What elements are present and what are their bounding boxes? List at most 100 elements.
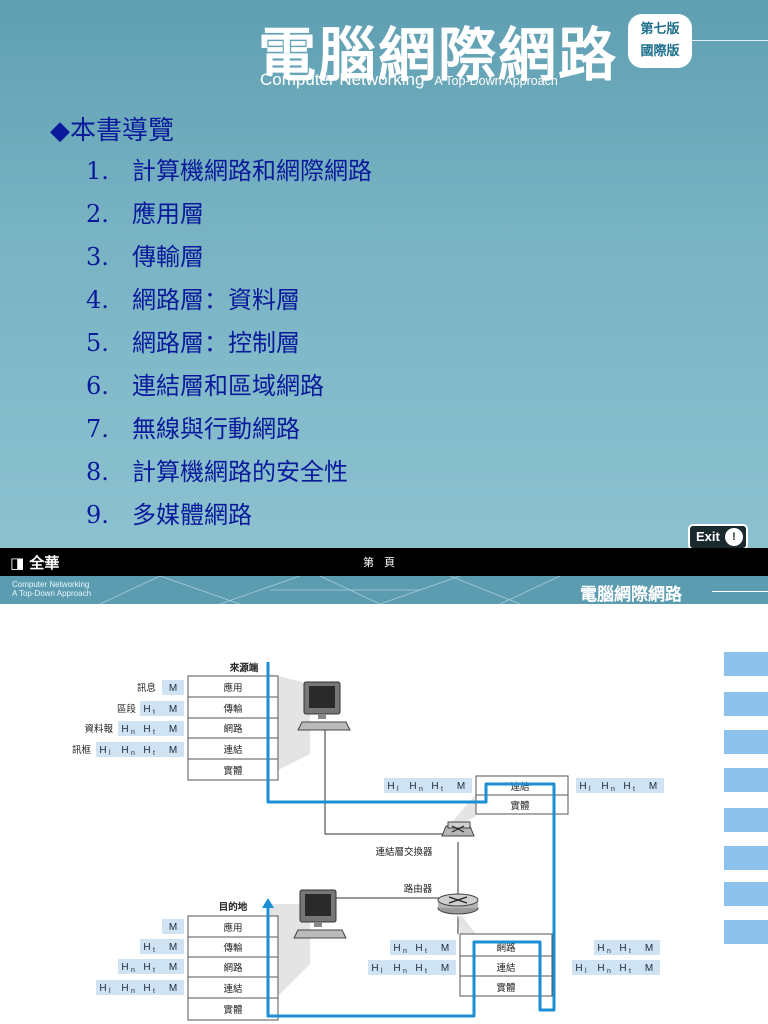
- svg-text:H: H: [415, 963, 422, 974]
- book-title: 電腦網際網路: [258, 21, 619, 89]
- svg-text:H: H: [143, 745, 150, 756]
- page-label: 第頁: [363, 556, 405, 569]
- source-computer-icon: [297, 681, 351, 731]
- svg-text:t: t: [629, 948, 631, 955]
- exit-icon: !: [725, 528, 743, 546]
- source-stack-frame: [187, 675, 279, 781]
- svg-text:H: H: [121, 724, 128, 735]
- svg-text:t: t: [633, 786, 635, 793]
- svg-text:H: H: [579, 781, 586, 792]
- toc-item-label: 無線與行動網路: [132, 415, 300, 443]
- svg-text:n: n: [131, 729, 135, 736]
- exit-button[interactable]: Exit !: [688, 524, 748, 550]
- side-tab[interactable]: [724, 768, 768, 792]
- dest-stack: 目的地 應用 傳輸 網路 連結 實體: [187, 901, 279, 1021]
- svg-text:H: H: [623, 781, 630, 792]
- footer-book-title-en: Computer Networking A Top-Down Approach: [12, 580, 91, 598]
- source-layer-transport: 傳輸: [223, 703, 243, 715]
- svg-text:H: H: [99, 983, 106, 994]
- book-title-en: Computer Networking: [260, 70, 425, 89]
- svg-text:n: n: [403, 968, 407, 975]
- publisher-name: 全華: [29, 554, 60, 572]
- svg-text:M: M: [169, 745, 177, 756]
- switch-label: 連結層交換器: [375, 846, 433, 858]
- side-tab[interactable]: [724, 692, 768, 716]
- edition-type-label: 國際版: [640, 44, 680, 59]
- side-tabs: [724, 652, 768, 944]
- toc-item[interactable]: 9.多媒體網路: [86, 494, 372, 537]
- toc-item[interactable]: 5.網路層：控制層: [86, 322, 372, 365]
- footer-strip: Computer Networking A Top-Down Approach …: [0, 576, 768, 604]
- toc-item[interactable]: 7.無線與行動網路: [86, 408, 372, 451]
- router-layer-link: 連結: [496, 962, 516, 974]
- side-tab[interactable]: [724, 652, 768, 676]
- svg-text:H: H: [121, 745, 128, 756]
- svg-text:M: M: [169, 704, 177, 715]
- svg-text:t: t: [441, 786, 443, 793]
- svg-text:M: M: [649, 781, 657, 792]
- svg-text:n: n: [607, 968, 611, 975]
- dest-layer-link: 連結: [223, 983, 243, 995]
- svg-text:M: M: [169, 983, 177, 994]
- publisher-logo: ◨ 全華: [10, 552, 59, 573]
- svg-text:M: M: [169, 724, 177, 735]
- message-name-frame: 訊框: [72, 744, 92, 756]
- toc-list: 1.計算機網路和網際網路 2.應用層 3.傳輸層 4.網路層：資料層 5.網路層…: [86, 150, 372, 537]
- exit-label: Exit: [696, 529, 720, 544]
- toc-item[interactable]: 6.連結層和區域網路: [86, 365, 372, 408]
- toc-item[interactable]: 3.傳輸層: [86, 236, 372, 279]
- svg-text:H: H: [99, 745, 106, 756]
- toc-item-number: 1.: [86, 157, 109, 185]
- svg-text:t: t: [153, 729, 155, 736]
- svg-text:H: H: [387, 781, 394, 792]
- svg-text:H: H: [371, 963, 378, 974]
- footer-brand: 電腦網際網路: [580, 585, 682, 604]
- data-path: [266, 662, 556, 1018]
- toc-item[interactable]: 2.應用層: [86, 193, 372, 236]
- svg-text:H: H: [619, 963, 626, 974]
- svg-text:H: H: [143, 983, 150, 994]
- footer-network-pattern-icon: [99, 576, 561, 604]
- svg-text:t: t: [153, 750, 155, 757]
- source-stack: 來源端 應用 傳輸 網路 連結 實體: [187, 662, 279, 781]
- svg-text:M: M: [645, 943, 653, 954]
- svg-text:H: H: [121, 983, 128, 994]
- svg-text:H: H: [597, 963, 604, 974]
- router-label: 路由器: [404, 883, 433, 895]
- side-tab[interactable]: [724, 846, 768, 870]
- svg-text:M: M: [441, 963, 449, 974]
- dest-layer-physical: 實體: [223, 1004, 243, 1016]
- svg-text:M: M: [169, 922, 177, 933]
- toc-item-number: 4.: [86, 286, 109, 314]
- side-tab[interactable]: [724, 920, 768, 944]
- svg-text:H: H: [431, 781, 438, 792]
- svg-text:H: H: [143, 942, 150, 953]
- svg-text:H: H: [121, 962, 128, 973]
- link-switch-icon: [441, 821, 475, 837]
- svg-text:n: n: [403, 948, 407, 955]
- side-tab[interactable]: [724, 730, 768, 754]
- dest-layer-application: 應用: [223, 922, 242, 934]
- toc-item[interactable]: 8.計算機網路的安全性: [86, 451, 372, 494]
- badge-divider: [692, 40, 768, 41]
- svg-text:H: H: [619, 943, 626, 954]
- source-label: 來源端: [229, 662, 259, 674]
- svg-text:M: M: [645, 963, 653, 974]
- svg-text:H: H: [393, 943, 400, 954]
- dest-label: 目的地: [219, 901, 248, 913]
- publisher-mark-icon: ◨: [10, 554, 25, 572]
- toc-item-label: 連結層和區域網路: [132, 372, 324, 400]
- dest-computer-icon: [293, 889, 347, 939]
- toc-item-label: 網路層：控制層: [132, 329, 300, 357]
- svg-text:t: t: [153, 988, 155, 995]
- toc-item[interactable]: 1.計算機網路和網際網路: [86, 150, 372, 193]
- side-tab[interactable]: [724, 882, 768, 906]
- router-layer-network: 網路: [496, 942, 516, 954]
- toc-item[interactable]: 4.網路層：資料層: [86, 279, 372, 322]
- side-tab[interactable]: [724, 808, 768, 832]
- svg-text:t: t: [425, 948, 427, 955]
- svg-text:H: H: [393, 963, 400, 974]
